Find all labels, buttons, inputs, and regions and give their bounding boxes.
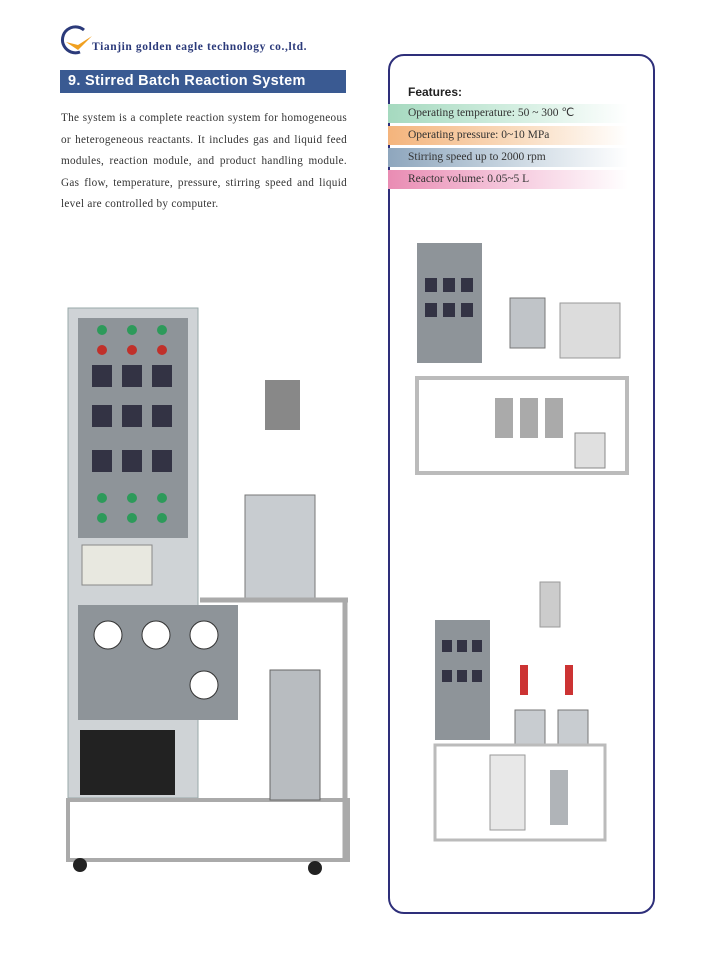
feature-reactor-volume: Reactor volume: 0.05~5 L (388, 170, 628, 189)
features-frame (388, 54, 655, 914)
main-reactor-photo (66, 307, 350, 875)
reactor-photo-3 (433, 581, 607, 842)
features-title: Features: (408, 85, 463, 99)
feature-pressure: Operating pressure: 0~10 MPa (388, 126, 628, 145)
company-name: Tianjin golden eagle technology co.,ltd. (92, 41, 308, 53)
feature-stirring-speed: Stirring speed up to 2000 rpm (388, 148, 628, 167)
section-description: The system is a complete reaction system… (61, 112, 347, 210)
feature-temperature: Operating temperature: 50 ~ 300 ℃ (388, 104, 628, 123)
section-title: 9. Stirred Batch Reaction System (60, 70, 346, 93)
reactor-photo-2 (415, 243, 629, 475)
company-logo-icon (61, 25, 92, 55)
